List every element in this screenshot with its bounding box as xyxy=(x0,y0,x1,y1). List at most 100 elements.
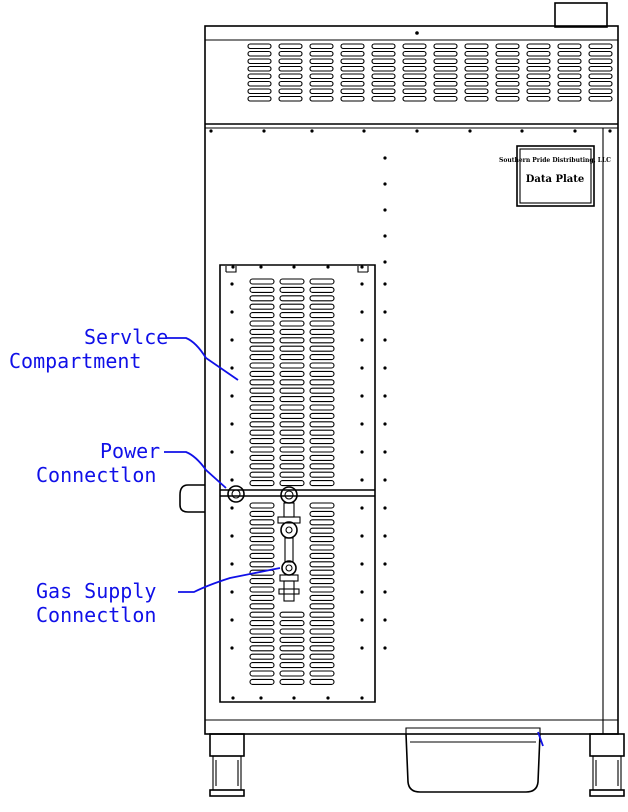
service-louver-slot xyxy=(249,370,275,377)
service-louver-slot xyxy=(279,295,305,302)
service-louver-slot xyxy=(249,678,275,685)
top-louver-slot xyxy=(464,73,489,80)
top-louver-slot xyxy=(340,88,365,95)
service-panel-screws xyxy=(230,265,387,700)
service-louver-slot xyxy=(249,345,275,352)
top-louver-slot xyxy=(340,65,365,72)
top-louver-slot xyxy=(309,80,334,87)
service-louver-slot xyxy=(309,527,335,534)
service-louver-slot xyxy=(249,636,275,643)
service-screw xyxy=(383,478,387,482)
service-louver-slot xyxy=(279,454,305,461)
service-louver-slot xyxy=(279,628,305,635)
panel-screw xyxy=(383,260,387,264)
service-screw xyxy=(230,478,234,482)
service-screw xyxy=(360,338,364,342)
power-connection-port xyxy=(227,485,245,503)
drip-pan-mark xyxy=(537,731,544,747)
service-louver-slot xyxy=(249,278,275,285)
top-louver-slot xyxy=(495,80,520,87)
panel-screw xyxy=(573,129,577,133)
service-louver-slot xyxy=(309,337,335,344)
service-screw xyxy=(360,590,364,594)
service-louver-slot xyxy=(249,328,275,335)
top-louver-slot xyxy=(309,50,334,57)
service-louver-slot xyxy=(309,312,335,319)
top-louver-slot xyxy=(557,58,582,65)
service-louver-slot xyxy=(249,662,275,669)
service-louver-slot xyxy=(249,387,275,394)
top-louver-slot xyxy=(495,43,520,50)
right-leg xyxy=(589,733,625,797)
service-louver-slot xyxy=(279,662,305,669)
panel-screw xyxy=(383,234,387,238)
top-louver-slot xyxy=(402,95,427,102)
service-louver-slot xyxy=(279,678,305,685)
service-screw xyxy=(292,696,296,700)
top-louver-slot xyxy=(278,43,303,50)
service-screw xyxy=(383,590,387,594)
top-louver-slot xyxy=(464,43,489,50)
service-screw xyxy=(230,366,234,370)
top-louver-slot xyxy=(433,65,458,72)
panel-screw xyxy=(383,182,387,186)
service-louver-slot xyxy=(249,502,275,509)
top-louver-slot xyxy=(309,65,334,72)
top-louver-slot xyxy=(371,43,396,50)
service-screw xyxy=(230,618,234,622)
service-screw xyxy=(383,282,387,286)
top-louver-slot xyxy=(495,65,520,72)
top-louver-slot xyxy=(464,50,489,57)
service-screw xyxy=(230,422,234,426)
side-power-cord-housing xyxy=(179,484,205,513)
service-louver-slot xyxy=(249,454,275,461)
top-louver-slot xyxy=(464,65,489,72)
service-louver-slot xyxy=(279,379,305,386)
gas-label-line2: Connectlon xyxy=(36,603,156,627)
service-louver-slot xyxy=(249,653,275,660)
top-louver-slot xyxy=(340,95,365,102)
top-louver-slot xyxy=(557,73,582,80)
service-louver-slot xyxy=(249,578,275,585)
service-louver-slot xyxy=(249,303,275,310)
service-louver-slot xyxy=(309,354,335,361)
service-screw xyxy=(383,394,387,398)
top-louver-slot xyxy=(340,73,365,80)
top-louver-grid xyxy=(247,43,613,102)
service-louver-slot xyxy=(309,286,335,293)
top-louver-slot xyxy=(247,73,272,80)
service-louver-slot xyxy=(249,544,275,551)
service-louver-slot xyxy=(279,404,305,411)
service-louver-slot xyxy=(249,379,275,386)
service-screw xyxy=(383,338,387,342)
top-louver-slot xyxy=(340,80,365,87)
service-louver-slot xyxy=(309,471,335,478)
top-louver-slot xyxy=(402,58,427,65)
top-louver-slot xyxy=(247,43,272,50)
service-screw xyxy=(360,534,364,538)
top-louver-slot xyxy=(309,88,334,95)
top-louver-slot xyxy=(464,95,489,102)
service-louver-slot xyxy=(309,578,335,585)
service-louver-slot xyxy=(309,594,335,601)
service-louver-slot xyxy=(249,628,275,635)
top-louver-slot xyxy=(340,58,365,65)
top-louver-slot xyxy=(340,43,365,50)
service-louver-slot xyxy=(309,561,335,568)
service-louver-slot xyxy=(279,396,305,403)
service-louver-slot xyxy=(249,536,275,543)
top-louver-slot xyxy=(278,50,303,57)
service-label-line1: Servlce xyxy=(84,325,168,349)
service-screw xyxy=(383,562,387,566)
top-louver-slot xyxy=(309,58,334,65)
top-louver-slot xyxy=(588,80,613,87)
top-louver-slot xyxy=(402,73,427,80)
service-louver-slot xyxy=(279,303,305,310)
service-louver-slot xyxy=(249,611,275,618)
top-louver-slot xyxy=(247,50,272,57)
service-louver-slot xyxy=(309,502,335,509)
service-louver-slot xyxy=(249,586,275,593)
service-screw xyxy=(230,310,234,314)
data-plate: Southern Pride Distributing, LLC Data Pl… xyxy=(499,145,611,207)
service-louver-slot xyxy=(249,463,275,470)
